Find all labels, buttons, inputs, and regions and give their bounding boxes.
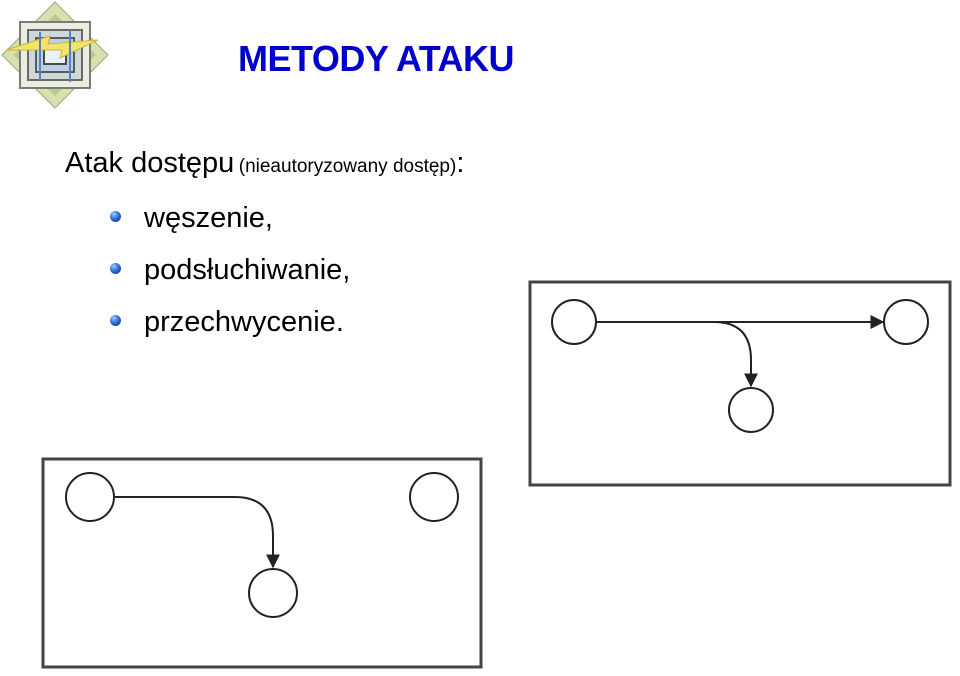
bullet-icon: [110, 211, 121, 222]
bullet-icon: [110, 315, 121, 326]
node-interceptor: [728, 387, 774, 433]
list-item-label: węszenie,: [144, 202, 273, 234]
list-item: przechwycenie.: [108, 302, 350, 354]
node-destination: [409, 472, 459, 522]
list-item-label: podsłuchiwanie,: [144, 254, 351, 286]
list-item-label: przechwycenie.: [144, 306, 344, 338]
heading-main: Atak dostępu: [65, 147, 235, 179]
node-interceptor: [248, 568, 298, 618]
attack-list: węszenie, podsłuchiwanie, przechwycenie.: [108, 198, 350, 354]
arrow-tap: [713, 321, 758, 388]
list-item: podsłuchiwanie,: [108, 250, 350, 302]
slide-title: METODY ATAKU: [238, 38, 515, 79]
diagram-interception: [528, 280, 952, 487]
section-heading: Atak dostępu (nieautoryzowany dostęp):: [65, 147, 464, 180]
diagram-redirection: [41, 457, 483, 669]
arrow-redirect: [114, 496, 280, 569]
heading-colon: :: [456, 147, 465, 179]
logo-icon: [1, 1, 109, 109]
heading-subtitle: (nieautoryzowany dostęp): [238, 156, 457, 177]
bullet-icon: [110, 263, 121, 274]
list-item: węszenie,: [108, 198, 350, 250]
